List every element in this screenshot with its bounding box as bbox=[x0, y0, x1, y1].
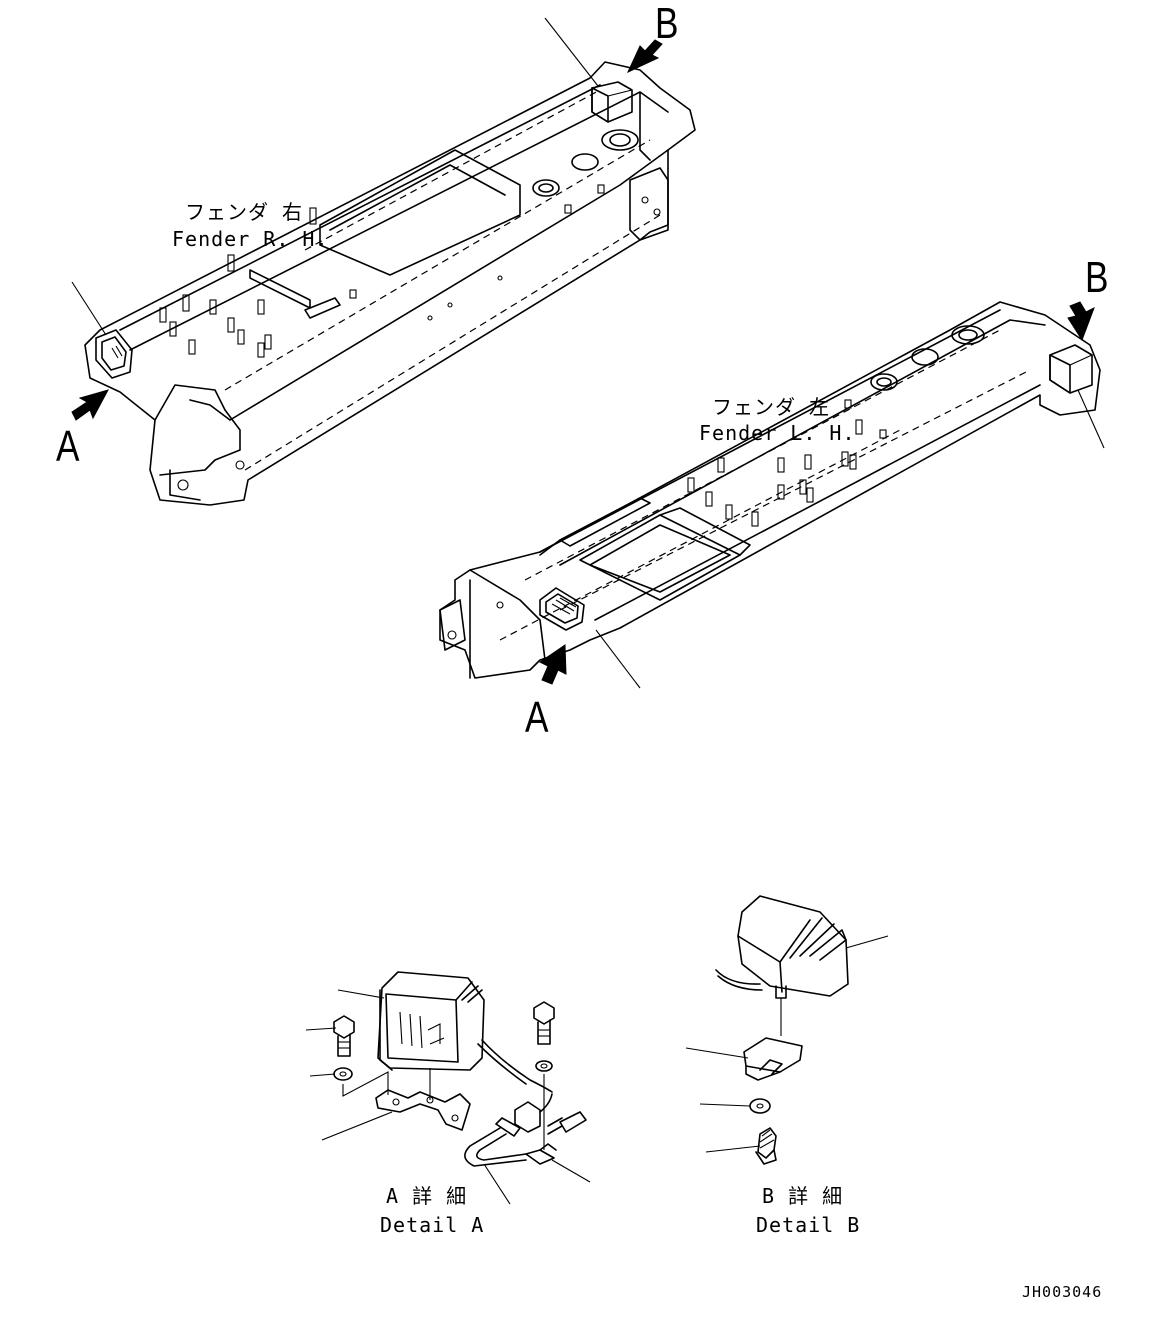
callout-a-center: A bbox=[525, 693, 549, 742]
leader-line bbox=[544, 17, 599, 87]
leader-line bbox=[595, 629, 641, 689]
detail-a-leaders bbox=[305, 989, 591, 1205]
arrow-b-top bbox=[626, 39, 663, 74]
leader-line bbox=[1077, 389, 1105, 449]
fender-rh-label-jp: フェンダ 右 bbox=[185, 200, 304, 224]
detail-a-label-en: Detail A bbox=[380, 1213, 485, 1237]
detail-a-label-jp: A 詳 細 bbox=[386, 1184, 468, 1208]
work-lamp-b-rh bbox=[591, 81, 633, 123]
work-lamp-a-lh bbox=[539, 587, 585, 631]
callout-b-right: B bbox=[1085, 253, 1109, 302]
callout-b-top: B bbox=[655, 0, 679, 48]
drawing-code: JH003046 bbox=[1022, 1283, 1103, 1301]
detail-a-illustration bbox=[333, 971, 587, 1167]
fender-lh-label-en: Fender L. H. bbox=[699, 421, 856, 445]
leader-line bbox=[71, 281, 107, 336]
fender-lh-frame bbox=[439, 301, 1101, 679]
work-lamp-b-lh bbox=[1049, 344, 1093, 394]
detail-b-label-en: Detail B bbox=[756, 1213, 861, 1237]
detail-b-illustration bbox=[715, 895, 849, 1165]
fender-lh-label-jp: フェンダ 左 bbox=[712, 395, 831, 419]
work-lamp-a-rh bbox=[95, 329, 133, 379]
callout-a-left: A bbox=[56, 422, 80, 471]
arrow-b-right bbox=[1067, 301, 1095, 342]
fender-rh-frame bbox=[84, 61, 696, 506]
arrow-a-center bbox=[539, 644, 567, 685]
fender-rh-label-en: Fender R. H. bbox=[172, 227, 329, 251]
detail-b-leaders bbox=[685, 935, 889, 1153]
arrow-a-left bbox=[71, 389, 109, 421]
detail-b-label-jp: B 詳 細 bbox=[762, 1184, 844, 1208]
